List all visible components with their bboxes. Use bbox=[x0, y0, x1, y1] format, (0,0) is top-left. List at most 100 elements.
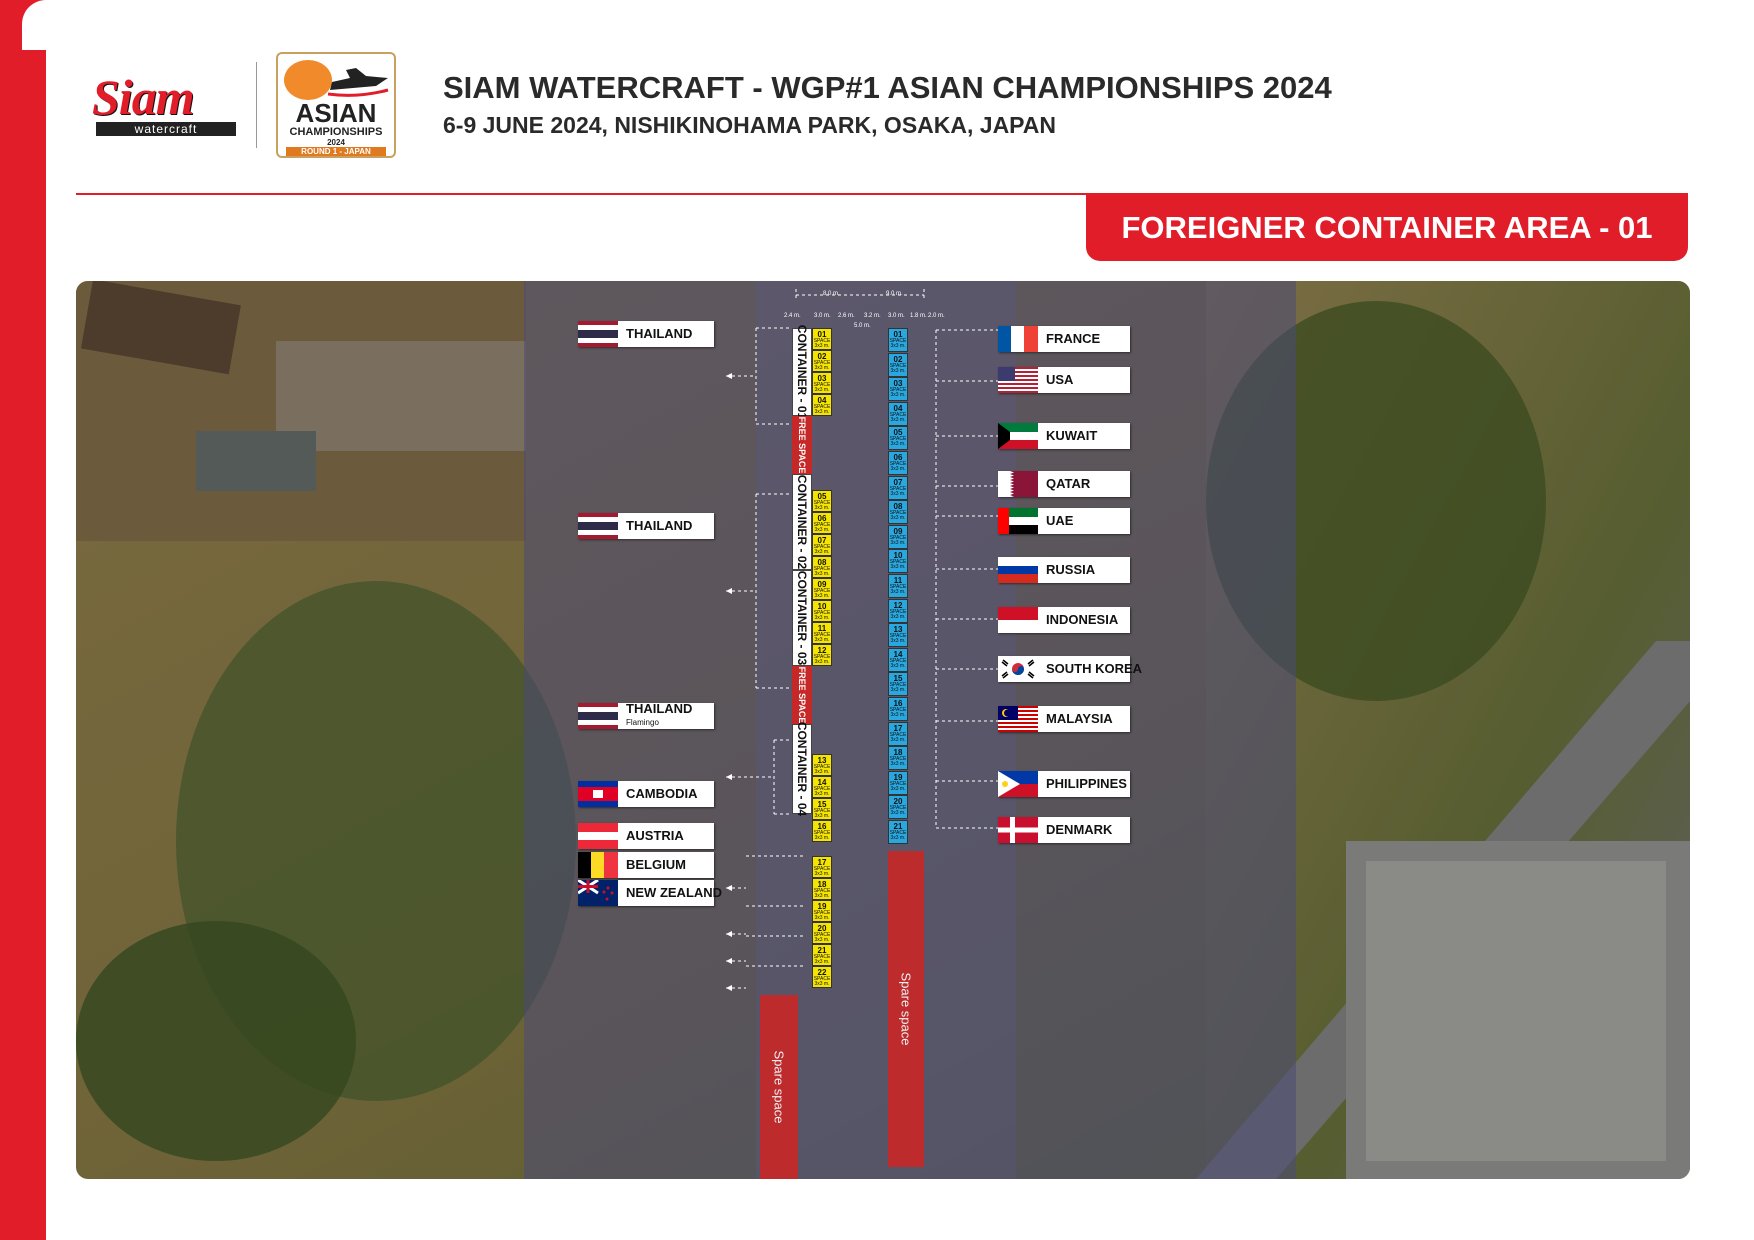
slot-number: 01 bbox=[817, 330, 827, 339]
austria-flag bbox=[578, 823, 618, 849]
slot-caption: SPACE bbox=[889, 633, 907, 640]
slot-size: 3x3 m. bbox=[814, 835, 830, 841]
uae-flag bbox=[998, 508, 1038, 534]
slot-caption: SPACE bbox=[813, 338, 831, 344]
slot-caption: SPACE bbox=[813, 404, 831, 410]
slot-number: 21 bbox=[893, 822, 903, 831]
dim-label: 2.0 m. bbox=[928, 313, 945, 319]
asian-logo-line3: 2024 bbox=[327, 138, 345, 147]
country-name: INDONESIA bbox=[1046, 612, 1119, 627]
slot-caption: SPACE bbox=[889, 584, 907, 590]
slot-size: 3x3 m. bbox=[814, 343, 830, 349]
slot-size: 3x3 m. bbox=[890, 687, 906, 694]
country-name: FRANCE bbox=[1046, 331, 1101, 346]
container-02: CONTAINER - 02 bbox=[792, 474, 812, 570]
slot-size: 3x3 m. bbox=[814, 365, 830, 371]
country-label-malaysia: MALAYSIA bbox=[998, 706, 1130, 732]
dim-label: 9.0 m. bbox=[886, 291, 903, 297]
country-label-philippines: PHILIPPINES bbox=[998, 771, 1130, 797]
slot-size: 3x3 m. bbox=[814, 549, 830, 555]
slot-number: 20 bbox=[817, 924, 827, 933]
slot-number: 12 bbox=[817, 646, 827, 655]
country-label-thailand-2: THAILAND bbox=[578, 513, 714, 539]
slot-caption: SPACE bbox=[889, 485, 907, 492]
country-subname: Flamingo bbox=[626, 718, 659, 727]
dim-label: 3.0 m. bbox=[888, 313, 905, 319]
slot-number: 18 bbox=[893, 748, 903, 758]
slot-caption: SPACE bbox=[813, 786, 831, 792]
slot-size: 3x3 m. bbox=[890, 367, 906, 374]
slot-caption: SPACE bbox=[889, 657, 907, 664]
free-space-2: FREE SPACE bbox=[792, 666, 812, 724]
slot-number: 07 bbox=[817, 536, 827, 545]
philippines-flag bbox=[998, 771, 1038, 797]
slot-size: 3x3 m. bbox=[814, 637, 830, 643]
slot-number: 20 bbox=[893, 797, 903, 807]
slot-size: 3x3 m. bbox=[814, 387, 830, 393]
slot-number: 06 bbox=[817, 514, 827, 523]
dim-label: 1.8 m. bbox=[910, 313, 927, 319]
malaysia-flag bbox=[998, 706, 1038, 732]
country-name: MALAYSIA bbox=[1046, 711, 1113, 726]
thailand-flag bbox=[578, 513, 618, 539]
slot-size: 3x3 m. bbox=[890, 785, 906, 792]
country-name: AUSTRIA bbox=[626, 828, 684, 843]
slot-caption: SPACE bbox=[889, 387, 907, 394]
slot-caption: SPACE bbox=[813, 360, 831, 366]
slot-caption: SPACE bbox=[813, 654, 831, 660]
slot-number: 19 bbox=[817, 902, 827, 911]
dim-label: 3.0 m. bbox=[814, 313, 831, 319]
slot-number: 09 bbox=[817, 580, 827, 589]
slot-caption: SPACE bbox=[889, 559, 907, 566]
slot-size: 3x3 m. bbox=[814, 959, 830, 965]
slot-number: 11 bbox=[893, 576, 903, 585]
country-name: UAE bbox=[1046, 513, 1074, 528]
aerial-map: Spare space Spare space CONTAINER - 01 F… bbox=[76, 281, 1690, 1179]
france-flag bbox=[998, 326, 1038, 352]
slot-number: 13 bbox=[817, 756, 827, 765]
slot-size: 3x3 m. bbox=[814, 593, 830, 599]
slot-caption: SPACE bbox=[813, 866, 831, 872]
country-label-belgium: BELGIUM bbox=[578, 852, 714, 878]
slot-caption: SPACE bbox=[889, 436, 907, 443]
slot-size: 3x3 m. bbox=[890, 638, 906, 645]
country-name: RUSSIA bbox=[1046, 562, 1096, 577]
slot-size: 3x3 m. bbox=[814, 937, 830, 943]
spare-space-right: Spare space bbox=[888, 851, 924, 1167]
logo-divider bbox=[256, 62, 257, 148]
slot-caption: SPACE bbox=[889, 411, 907, 418]
header-rule bbox=[76, 193, 1688, 195]
slot-size: 3x3 m. bbox=[890, 466, 906, 472]
slot-size: 3x3 m. bbox=[814, 409, 830, 415]
kuwait-flag bbox=[998, 423, 1038, 449]
country-label-cambodia: CAMBODIA bbox=[578, 781, 714, 807]
slot-size: 3x3 m. bbox=[890, 539, 906, 546]
slot-number: 04 bbox=[893, 403, 903, 413]
slot-size: 3x3 m. bbox=[814, 571, 830, 577]
slot-size: 3x3 m. bbox=[890, 343, 906, 349]
slot-number: 02 bbox=[817, 352, 827, 361]
country-name: THAILAND bbox=[626, 326, 693, 341]
slot-size: 3x3 m. bbox=[814, 527, 830, 533]
country-name: QATAR bbox=[1046, 476, 1091, 491]
